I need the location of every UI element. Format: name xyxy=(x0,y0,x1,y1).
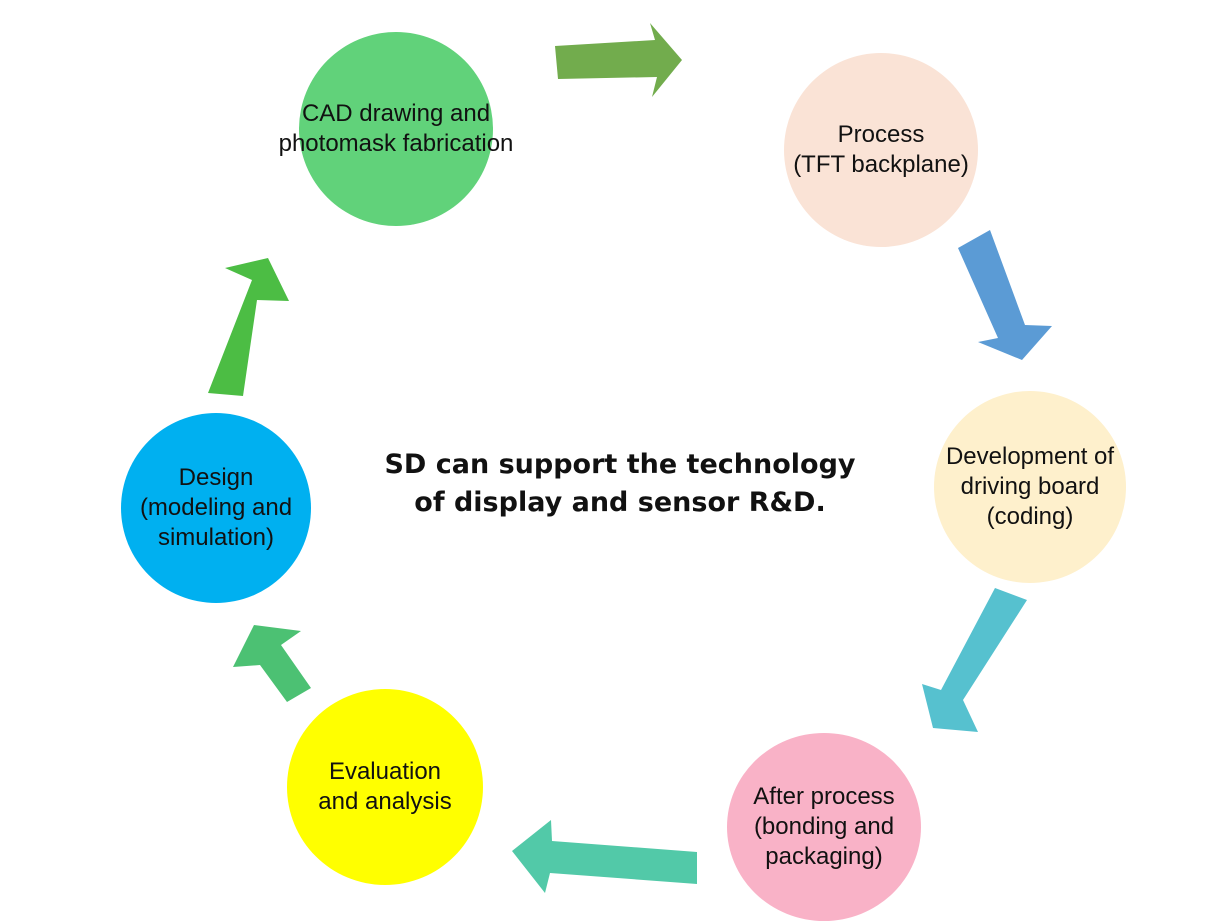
arrow-after-to-evaluation xyxy=(512,820,697,893)
arrow-shape xyxy=(233,625,311,702)
center-title: SD can support the technology of display… xyxy=(320,446,920,522)
node-label-line: (modeling and xyxy=(139,494,293,521)
node-label-line: (bonding and xyxy=(753,813,895,840)
arrow-shape xyxy=(958,230,1052,360)
node-driving-board: Development of driving board (coding) xyxy=(934,391,1126,583)
node-label-line: (coding) xyxy=(986,503,1074,530)
arrow-evaluation-to-design xyxy=(233,625,311,702)
arrow-shape xyxy=(922,588,1027,732)
node-label-line: Development of xyxy=(945,443,1115,470)
arrow-shape xyxy=(208,258,289,396)
node-label-line: and analysis xyxy=(318,788,452,815)
node-design: Design (modeling and simulation) xyxy=(121,413,311,603)
arrow-cad-to-process xyxy=(555,23,682,97)
node-label-line: simulation) xyxy=(157,524,275,551)
node-label-line: CAD drawing and xyxy=(301,100,491,127)
node-label-line: (TFT backplane) xyxy=(793,151,969,178)
center-title-line: SD can support the technology xyxy=(384,449,856,480)
node-cad-drawing: CAD drawing and photomask fabrication xyxy=(279,32,513,226)
node-label-line: Evaluation xyxy=(328,758,442,785)
center-title-line: of display and sensor R&D. xyxy=(414,487,826,518)
arrow-process-to-driving xyxy=(958,230,1052,360)
node-process: Process (TFT backplane) xyxy=(784,53,978,247)
node-label-line: packaging) xyxy=(765,843,883,870)
node-label-line: After process xyxy=(753,783,895,810)
arrow-design-to-cad xyxy=(208,258,289,396)
node-label-line: photomask fabrication xyxy=(278,130,514,157)
arrow-shape xyxy=(512,820,697,893)
arrow-driving-to-after xyxy=(922,588,1027,732)
node-label-line: driving board xyxy=(960,473,1100,500)
node-evaluation: Evaluation and analysis xyxy=(287,689,483,885)
node-after-process: After process (bonding and packaging) xyxy=(727,733,921,921)
node-label-line: Process xyxy=(837,121,925,148)
node-label-line: Design xyxy=(178,464,254,491)
arrow-shape xyxy=(555,23,682,97)
